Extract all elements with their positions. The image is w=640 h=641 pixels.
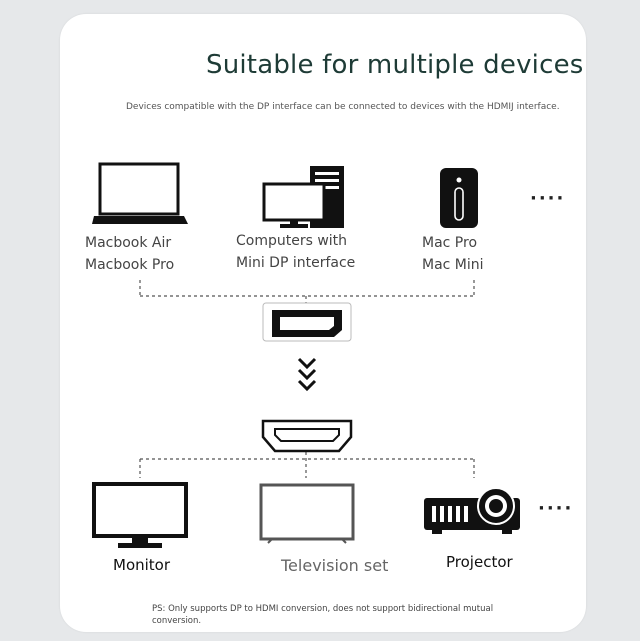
more-targets-indicator: ···· [538,498,574,519]
more-sources-indicator: ···· [530,188,566,209]
laptop-icon [92,162,188,224]
source-label-line2: Mini DP interface [236,255,356,271]
source-label-line1: Computers with [236,233,348,249]
monitor-icon [92,482,188,548]
page-subtitle: Devices compatible with the DP interface… [126,102,560,112]
mac-pro-icon [440,168,478,228]
projector-icon [424,487,520,534]
hdmi-connector-icon [261,419,353,453]
target-label-television: Television set [281,556,389,575]
target-label-monitor: Monitor [113,556,171,574]
page-title: Suitable for multiple devices [206,50,584,80]
television-icon [259,483,355,544]
desktop-computer-icon [262,166,344,228]
source-label-line1: Macbook Air [85,235,172,251]
target-label-projector: Projector [446,553,513,571]
source-label-line2: Macbook Pro [85,257,175,273]
triple-chevron-down-icon [297,357,317,392]
footnote: PS: Only supports DP to HDMI conversion,… [152,604,494,626]
source-label-line2: Mac Mini [422,257,484,273]
source-label-line1: Mac Pro [422,235,478,251]
displayport-connector-icon [262,302,352,342]
